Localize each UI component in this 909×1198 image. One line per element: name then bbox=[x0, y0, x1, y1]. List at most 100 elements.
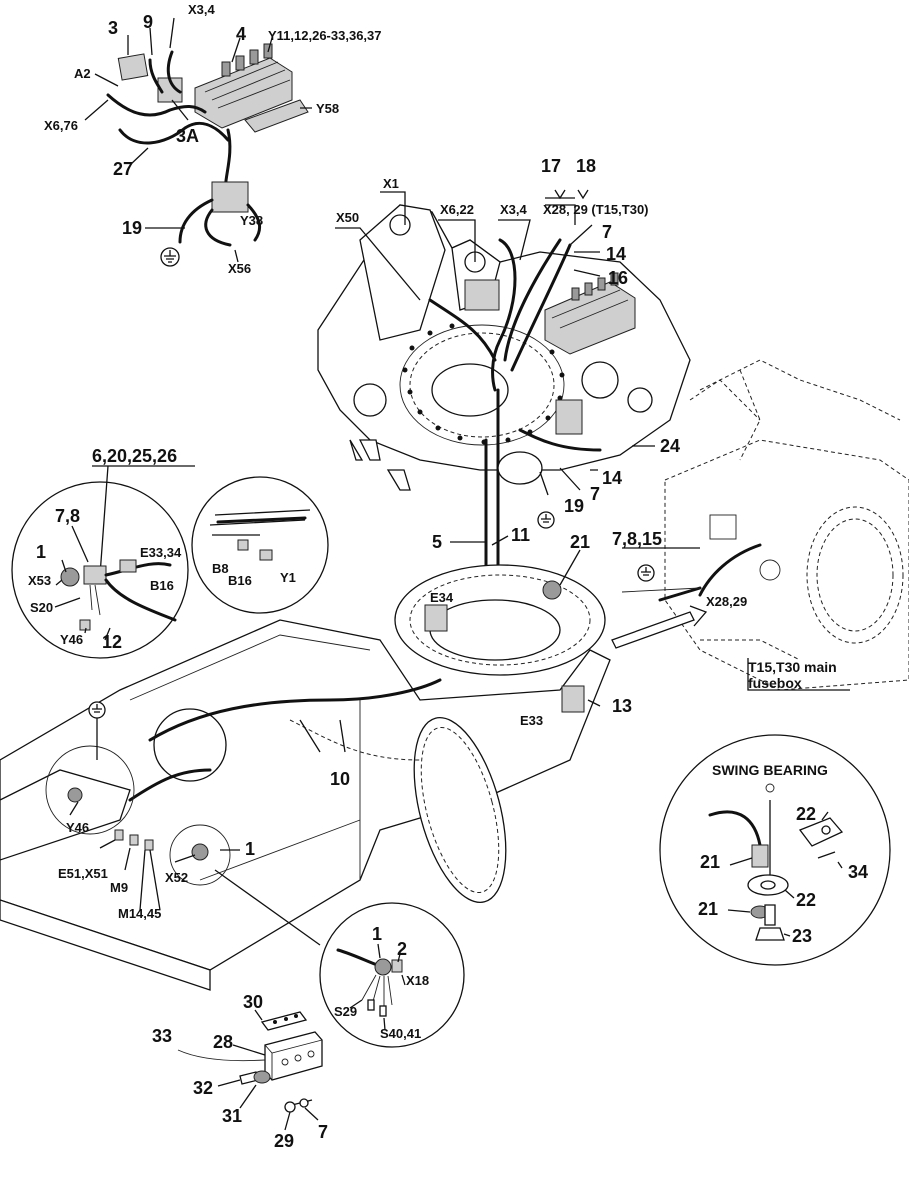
label-1-bottom: 1 bbox=[372, 924, 382, 944]
label-32: 32 bbox=[193, 1078, 213, 1098]
label-3a: 3A bbox=[176, 126, 199, 146]
label-22-top: 22 bbox=[796, 804, 816, 824]
valve-block-upper bbox=[544, 272, 636, 355]
label-s20: S20 bbox=[30, 600, 53, 615]
ground-icon-lower bbox=[88, 701, 106, 719]
label-x56: X56 bbox=[228, 261, 251, 276]
label-s40-41: S40,41 bbox=[380, 1026, 421, 1041]
ground-icon bbox=[160, 247, 180, 267]
label-x2829-right: X28,29 bbox=[706, 594, 747, 609]
label-13: 13 bbox=[612, 696, 632, 716]
label-7-8-left: 7,8 bbox=[55, 506, 80, 526]
label-fusebox: T15,T30 main fusebox bbox=[748, 659, 841, 691]
swing-bearing-detail: SWING BEARING 22 21 34 22 21 23 bbox=[659, 734, 891, 966]
right-frame-group: 7,8,15 X28,29 T15,T30 main fusebox bbox=[611, 359, 909, 691]
label-21-top: 21 bbox=[700, 852, 720, 872]
label-x2829-upper: X28, 29 (T15,T30) bbox=[543, 202, 649, 217]
label-19-top: 19 bbox=[122, 218, 142, 238]
label-x34-upper: X3,4 bbox=[500, 202, 528, 217]
e34-box-part bbox=[424, 604, 448, 632]
label-b16-left: B16 bbox=[150, 578, 174, 593]
label-4: 4 bbox=[236, 24, 246, 44]
label-x53: X53 bbox=[28, 573, 51, 588]
label-7-8-15: 7,8,15 bbox=[612, 529, 662, 549]
label-30: 30 bbox=[243, 992, 263, 1012]
harness-cable-b bbox=[118, 121, 230, 145]
harness-cable-a bbox=[106, 93, 207, 117]
center-group: 5 11 21 E34 10 E33 13 bbox=[0, 525, 632, 991]
bolt-circle-upper bbox=[399, 324, 565, 446]
label-x676: X6,76 bbox=[44, 118, 78, 133]
ground-icon-upper bbox=[537, 511, 555, 529]
upper-cable-e bbox=[518, 428, 602, 452]
label-5: 5 bbox=[432, 532, 442, 552]
relay-upper-part bbox=[464, 279, 500, 311]
top-harness-group: 3 9 X3,4 4 Y11,12,26-33,36,37 A2 Y58 X6,… bbox=[44, 2, 382, 276]
label-b16-mid: B16 bbox=[228, 573, 252, 588]
label-y58: Y58 bbox=[316, 101, 339, 116]
label-1-lower: 1 bbox=[245, 839, 255, 859]
box-upper-right bbox=[555, 399, 583, 435]
fusebox-line-2: fusebox bbox=[748, 675, 802, 691]
label-3: 3 bbox=[108, 18, 118, 38]
label-7-bottom: 7 bbox=[318, 1122, 328, 1142]
harness-cable-e bbox=[148, 58, 164, 94]
label-22-bottom: 22 bbox=[796, 890, 816, 910]
label-34: 34 bbox=[848, 862, 868, 882]
label-y1: Y1 bbox=[280, 570, 296, 585]
mid-circle-detail: B8 B16 Y1 bbox=[191, 476, 329, 614]
upper-cable-b bbox=[503, 238, 562, 362]
track-wheel bbox=[413, 717, 507, 903]
bottom-parts: 30 33 28 32 31 29 7 bbox=[152, 992, 328, 1151]
e33-box-part bbox=[561, 685, 585, 713]
label-y11: Y11,12,26-33,36,37 bbox=[268, 28, 382, 43]
label-6-20-25-26: 6,20,25,26 bbox=[92, 446, 177, 466]
label-14-upper: 14 bbox=[606, 244, 626, 264]
label-31: 31 bbox=[222, 1106, 242, 1126]
label-y38: Y38 bbox=[240, 213, 263, 228]
label-e33: E33 bbox=[520, 713, 543, 728]
label-7-lower: 7 bbox=[590, 484, 600, 504]
label-9: 9 bbox=[143, 12, 153, 32]
label-12: 12 bbox=[102, 632, 122, 652]
label-33: 33 bbox=[152, 1026, 172, 1046]
harness-cable-g bbox=[246, 203, 262, 242]
label-28: 28 bbox=[213, 1032, 233, 1052]
label-2: 2 bbox=[397, 939, 407, 959]
label-y46-left: Y46 bbox=[60, 632, 83, 647]
label-29: 29 bbox=[274, 1131, 294, 1151]
label-x52: X52 bbox=[165, 870, 188, 885]
harness-cable-f bbox=[178, 198, 214, 244]
label-x50: X50 bbox=[336, 210, 359, 225]
label-16: 16 bbox=[608, 268, 628, 288]
arrow-pipe bbox=[611, 611, 695, 649]
label-21-bottom: 21 bbox=[698, 899, 718, 919]
label-e34: E34 bbox=[430, 590, 454, 605]
label-10: 10 bbox=[330, 769, 350, 789]
ground-icon-right bbox=[637, 564, 655, 582]
label-y46-lower: Y46 bbox=[66, 820, 89, 835]
label-m14-45: M14,45 bbox=[118, 906, 161, 921]
label-m9: M9 bbox=[110, 880, 128, 895]
label-14-lower: 14 bbox=[602, 468, 622, 488]
label-s29: S29 bbox=[334, 1004, 357, 1019]
upper-cable-a bbox=[491, 238, 517, 392]
sensor-21-part bbox=[542, 580, 562, 600]
label-11: 11 bbox=[511, 525, 530, 545]
label-x622: X6,22 bbox=[440, 202, 474, 217]
relay-3-part bbox=[117, 53, 149, 81]
label-x18: X18 bbox=[406, 973, 429, 988]
label-23: 23 bbox=[792, 926, 812, 946]
left-circle-detail: 6,20,25,26 7,8 E33,34 1 X53 B16 S20 Y46 … bbox=[11, 446, 195, 659]
bottom-circle-detail: 1 2 X18 S29 S40,41 bbox=[214, 869, 465, 1048]
label-1-left: 1 bbox=[36, 542, 46, 562]
label-18: 18 bbox=[576, 156, 596, 176]
label-27: 27 bbox=[113, 159, 133, 179]
label-7-upper: 7 bbox=[602, 222, 612, 242]
valve-block-4 bbox=[194, 43, 309, 133]
fusebox-line-1: T15,T30 main bbox=[748, 659, 837, 675]
label-e3334: E33,34 bbox=[140, 545, 182, 560]
label-24: 24 bbox=[660, 436, 680, 456]
boom-mount-left bbox=[359, 204, 446, 341]
